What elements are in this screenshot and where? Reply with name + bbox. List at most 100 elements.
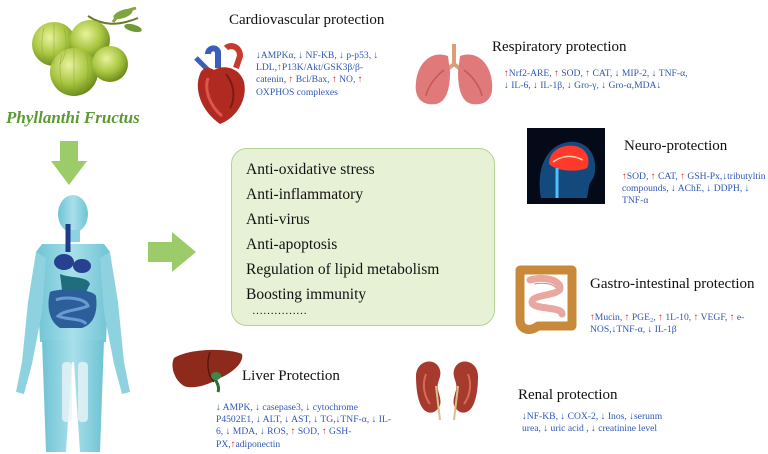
up-arrow-icon: ↑	[230, 438, 236, 450]
down-arrow-icon: ↓	[706, 183, 712, 195]
up-arrow-icon: ↑	[624, 312, 630, 323]
marker-text: DDPH,	[711, 183, 745, 195]
marker-text: SOD,	[295, 426, 322, 438]
down-arrow-icon: ↓	[671, 183, 676, 195]
liver-icon	[172, 349, 243, 393]
down-arrow-icon: ↓	[543, 423, 549, 435]
up-arrow-icon: ↑	[658, 312, 663, 323]
herb-name: Phyllanthi Fructus	[6, 108, 140, 127]
marker-text: GSH-PX,	[216, 426, 352, 450]
down-arrow-icon: ↓	[256, 50, 261, 61]
liver-effects: ↓ AMPK, ↓ casepase3, ↓ cytochrome P4502E…	[216, 402, 394, 451]
up-arrow-icon: ↑	[331, 74, 337, 86]
down-arrow-icon: ↓	[614, 68, 620, 79]
marker-text: IL-6,	[216, 414, 392, 438]
down-arrow-icon: ↓	[313, 414, 319, 426]
down-arrow-icon: ↓	[305, 402, 311, 413]
neuro-effects: ↑SOD, ↑ CAT, ↑ GSH-Px,↓tributyltin compo…	[622, 171, 768, 208]
human-body-icon	[16, 195, 130, 452]
marker-text: AST,	[289, 414, 314, 426]
down-arrow-icon: ↓	[373, 50, 379, 61]
marker-text: TNF-α,	[616, 324, 648, 336]
marker-text: AChE,	[675, 183, 707, 195]
marker-text: NO,	[336, 74, 358, 86]
down-arrow-icon: ↓	[560, 411, 566, 422]
down-arrow-icon: ↓	[591, 423, 596, 435]
marker-text: TNF-α,	[656, 68, 688, 79]
effect-anti-oxidative: Anti-oxidative stress	[246, 161, 375, 178]
marker-text: cytochrome P4502E1,	[216, 402, 359, 426]
effect-ellipsis: ……………	[252, 305, 307, 317]
up-arrow-icon: ↑	[729, 312, 735, 323]
renal-effects: ↓NF-KB, ↓ COX-2, ↓ Inos, ↓serunm urea, ↓…	[522, 411, 670, 435]
kidneys-icon	[416, 361, 478, 421]
marker-text: IL-1β,	[537, 80, 567, 92]
down-arrow-icon: ↓	[722, 171, 728, 182]
lungs-icon	[415, 44, 493, 105]
up-arrow-icon: ↑	[554, 68, 559, 79]
marker-text: Mucin,	[594, 312, 625, 323]
marker-text: MDA,	[230, 426, 260, 438]
intestine-icon	[515, 265, 577, 334]
marker-text: Nrf2-ARE,	[508, 68, 555, 79]
pharmacological-effects-box: Anti-oxidative stress Anti-inflammatory …	[231, 148, 495, 326]
marker-text: AMPK,	[220, 402, 256, 413]
marker-text: ALT,	[260, 414, 285, 426]
marker-text: NF-KB,	[526, 411, 561, 422]
up-arrow-icon: ↑	[693, 312, 699, 323]
down-arrow-icon: ↓	[600, 411, 606, 422]
down-arrow-icon: ↓	[601, 80, 607, 92]
marker-text: OXPHOS complexes	[256, 86, 338, 98]
up-arrow-icon: ↑	[622, 171, 627, 182]
marker-text: NF-KB,	[303, 50, 340, 61]
up-arrow-icon: ↑	[357, 74, 363, 86]
marker-text: uric acid ,	[548, 423, 591, 435]
marker-text: COX-2,	[565, 411, 601, 422]
marker-text: PGE₂,	[629, 312, 659, 323]
marker-text: Gro-α,MDA	[606, 80, 657, 92]
effect-lipid-regulation: Regulation of lipid metabolism	[246, 261, 440, 278]
marker-text: Bcl/Bax,	[293, 74, 332, 86]
down-arrow-icon: ↓	[371, 414, 377, 426]
down-arrow-icon: ↓	[533, 80, 538, 92]
down-arrow-icon: ↓	[611, 324, 617, 336]
marker-text: SOD,	[558, 68, 586, 79]
up-arrow-icon: ↑	[590, 312, 595, 323]
marker-text: CAT,	[655, 171, 681, 182]
down-arrow-icon: ↓	[225, 426, 231, 438]
up-arrow-icon: ↑	[504, 68, 509, 79]
down-arrow-icon: ↓	[298, 50, 304, 61]
down-arrow-icon: ↓	[744, 183, 750, 195]
marker-text: Gro-γ,	[571, 80, 602, 92]
effect-anti-inflammatory: Anti-inflammatory	[246, 186, 364, 203]
marker-text: AMPKα,	[260, 50, 299, 61]
marker-text: P13K/Akt/GSK3β/β-catenin,	[256, 62, 364, 86]
cardiovascular-title: Cardiovascular protection	[229, 12, 385, 28]
marker-text: IL-6,	[508, 80, 534, 92]
marker-text: e-NOS,	[590, 312, 745, 336]
down-arrow-icon: ↓	[566, 80, 572, 92]
gastro-title: Gastro-intestinal protection	[590, 276, 755, 292]
marker-text: casepase3,	[259, 402, 306, 413]
marker-text: GSH-Px,	[685, 171, 723, 182]
down-arrow-icon: ↓	[339, 50, 344, 61]
down-arrow-icon: ↓	[255, 402, 260, 413]
marker-text: LDL,	[256, 62, 278, 74]
renal-title: Renal protection	[518, 387, 618, 403]
down-arrow-icon: ↓	[335, 414, 341, 426]
marker-text: MIP-2,	[619, 68, 652, 79]
marker-text: 1L-10,	[662, 312, 694, 323]
respiratory-title: Respiratory protection	[492, 39, 627, 55]
respiratory-effects: ↑Nrf2-ARE, ↑ SOD, ↑ CAT, ↓ MIP-2, ↓ TNF-…	[504, 68, 694, 92]
down-arrow-icon: ↓	[216, 402, 221, 413]
marker-text: SOD,	[626, 171, 651, 182]
marker-text: tributyltin compounds,	[622, 171, 766, 195]
up-arrow-icon: ↑	[288, 74, 294, 86]
marker-text: ROS,	[264, 426, 291, 438]
marker-text: Inos,	[605, 411, 630, 422]
effect-anti-apoptosis: Anti-apoptosis	[246, 236, 338, 253]
liver-title: Liver Protection	[242, 368, 340, 384]
marker-text: TNF-α,	[340, 414, 372, 426]
gastro-effects: ↑Mucin, ↑ PGE₂, ↑ 1L-10, ↑ VEGF, ↑ e-NOS…	[590, 312, 760, 336]
marker-text: CAT,	[590, 68, 615, 79]
